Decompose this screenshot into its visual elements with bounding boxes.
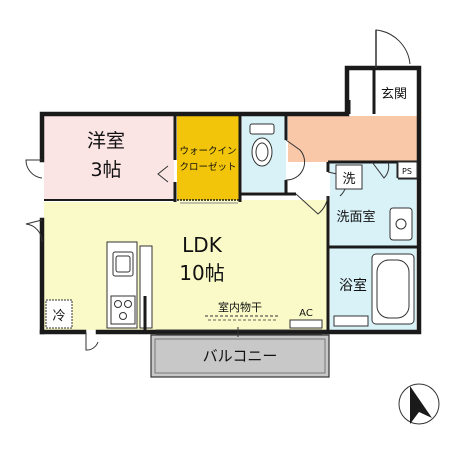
fridge-box <box>45 299 73 329</box>
closet-arrow <box>157 165 169 183</box>
balcony <box>151 335 329 377</box>
washer-box <box>335 164 363 190</box>
wash-basin <box>389 207 413 241</box>
north-arrow <box>398 383 440 425</box>
bath-shelf <box>333 315 369 327</box>
ldk-upper <box>177 200 328 204</box>
toilet-fixture <box>249 123 275 167</box>
walkin-label-1: ウォークイン <box>179 146 236 157</box>
kitchen-counter <box>106 241 153 329</box>
indoor-drying-label: 室内物干 <box>218 300 262 314</box>
balcony-window <box>156 327 322 337</box>
western-room-size: 3帖 <box>90 159 121 181</box>
walkin-label-2: クローゼット <box>179 161 236 173</box>
bathtub <box>371 253 415 325</box>
ac-label: AC <box>299 308 313 319</box>
ps-label: PS <box>402 167 412 176</box>
balcony-label: バルコニー <box>203 347 278 365</box>
ldk-name: LDK <box>182 233 223 257</box>
walkin-closet <box>177 116 239 200</box>
ps-box <box>397 161 418 179</box>
western-room <box>44 116 174 200</box>
ldk-size: 10帖 <box>179 261 224 285</box>
entrance-label: 玄関 <box>381 87 407 102</box>
western-room-name: 洋室 <box>87 130 125 152</box>
washroom-label: 洗面室 <box>336 209 375 225</box>
ldk-room <box>44 202 328 330</box>
washer-label: 洗 <box>342 172 355 187</box>
ac-unit <box>289 319 323 329</box>
entrance-hall <box>349 70 417 116</box>
fridge-label: 冷 <box>52 309 65 324</box>
bathroom-label: 浴室 <box>339 277 367 294</box>
hallway <box>288 116 418 162</box>
doors <box>25 29 411 351</box>
